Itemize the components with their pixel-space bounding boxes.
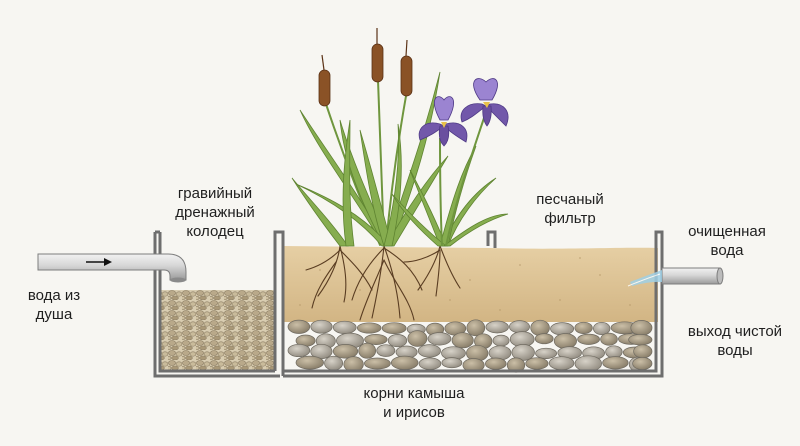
flow-arrow-icon [86, 258, 112, 266]
label-line: и ирисов [383, 404, 445, 421]
stone [287, 343, 311, 358]
stone [530, 319, 550, 336]
stone [574, 355, 602, 372]
stone [492, 334, 510, 347]
stone [407, 330, 428, 347]
stone [287, 319, 311, 334]
stone [376, 344, 396, 357]
stone-layer [287, 319, 653, 373]
stone [535, 347, 558, 359]
label-line: корни камыша [363, 385, 465, 402]
stone [387, 334, 408, 348]
stone [577, 333, 600, 345]
stone [553, 333, 577, 349]
stone [488, 345, 512, 361]
tank-walls [153, 230, 664, 378]
inlet-pipe [37, 253, 187, 283]
stone [358, 342, 377, 359]
label-line: выход чистой [687, 323, 783, 340]
stone [441, 357, 463, 369]
stone [332, 320, 357, 334]
stone [332, 344, 359, 359]
label-line: воды [717, 342, 753, 359]
label-clean-water: очищенная вода [672, 222, 782, 260]
stone [525, 357, 549, 370]
stone [390, 355, 419, 370]
stone [548, 356, 575, 371]
stone [593, 321, 611, 336]
stone [550, 322, 575, 336]
stone [534, 333, 554, 345]
gravel-well [160, 290, 274, 370]
sand-layer [283, 246, 658, 322]
stone [628, 334, 653, 346]
stone [602, 356, 629, 370]
stone [509, 320, 530, 334]
label-gravel-well: гравийный дренажный колодец [160, 184, 270, 241]
stone [633, 344, 653, 359]
label-line: колодец [186, 223, 244, 240]
stone [295, 355, 324, 370]
stone [427, 332, 452, 346]
stone [605, 345, 623, 359]
stone [485, 357, 507, 370]
label-line: душа [35, 306, 73, 323]
stone [485, 320, 509, 334]
label-clean-water-outlet: выход чистой воды [676, 322, 794, 360]
stone [356, 322, 382, 334]
label-line: дренажный [175, 204, 255, 221]
stone [632, 357, 653, 370]
stone [417, 344, 441, 358]
label-shower-water: вода из душа [14, 286, 94, 324]
stone [466, 319, 486, 337]
stone [324, 355, 344, 371]
stone [364, 334, 388, 345]
label-line: гравийный [177, 185, 253, 202]
label-roots: корни камыша и ирисов [352, 384, 476, 422]
stone [574, 321, 593, 334]
plant-roots [305, 245, 461, 321]
stone [418, 357, 442, 370]
stone [381, 322, 407, 335]
stone [630, 320, 653, 336]
iris-flowers [391, 78, 509, 247]
label-line: песчаный [536, 191, 604, 208]
label-line: вода [710, 242, 744, 259]
label-line: фильтр [544, 210, 596, 227]
label-sand-filter: песчаный фильтр [520, 190, 620, 228]
label-line: очищенная [688, 223, 766, 240]
stone [310, 319, 333, 334]
stone [451, 332, 474, 349]
stone [600, 332, 618, 346]
cattail-plants [291, 28, 449, 247]
outlet-pipe [661, 267, 724, 285]
stone [511, 344, 535, 361]
water-stream [627, 270, 662, 287]
label-line: вода из [27, 287, 81, 304]
stone [364, 357, 391, 370]
